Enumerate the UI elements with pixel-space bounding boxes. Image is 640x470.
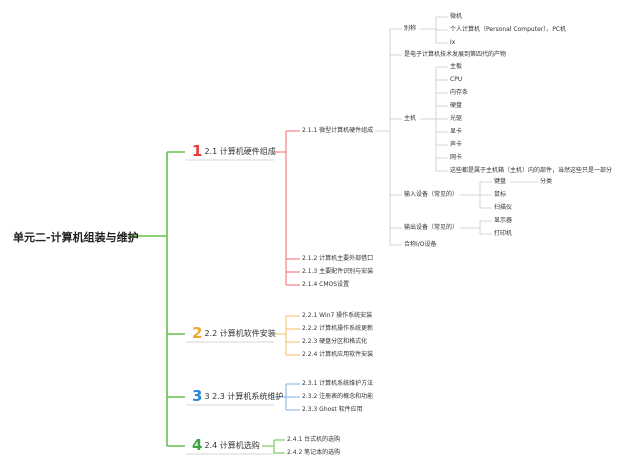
category-label: 3 2.3 计算机系统维护 (204, 391, 284, 401)
node-product: 是电子计算机技术发展到第四代的产物 (404, 51, 507, 58)
host-item: 内存条 (450, 89, 469, 96)
node-output: 输出设备（常见的） (404, 224, 459, 231)
category-number: 4 (192, 436, 203, 454)
node-2-1-3: 2.1.3 主要配件识别与安装 (302, 268, 374, 275)
input-item: 键盘 (494, 178, 507, 185)
output-item: 打印机 (494, 230, 513, 237)
alias-item: 个人计算机（Personal Computer）、PC机 (450, 26, 567, 33)
node-2-1-1: 2.1.1 微型计算机硬件组成 (302, 127, 374, 134)
host-item: 网卡 (450, 154, 463, 161)
alias-item: Ix (450, 39, 456, 46)
software-item: 2.2.3 硬盘分区和格式化 (302, 338, 368, 345)
node-2-1-4: 2.1.4 CMOS设置 (302, 281, 350, 288)
maintenance-item: 2.3.3 Ghost 软件应用 (302, 406, 363, 413)
maintenance-item: 2.3.2 注册表的概念和功能 (302, 393, 374, 400)
software-item: 2.2.2 计算机操作系统更新 (302, 325, 374, 332)
category-label: 2.2 计算机软件安装 (204, 328, 276, 338)
category-number: 2 (192, 324, 203, 342)
host-item: 显卡 (450, 128, 463, 135)
output-item: 显示器 (494, 217, 513, 224)
software-item: 2.2.4 计算机应用软件安装 (302, 351, 374, 358)
host-item: 光驱 (450, 115, 463, 122)
node-alias: 别称 (404, 25, 417, 32)
input-item: 扫描仪 (494, 204, 513, 211)
maintenance-item: 2.3.1 计算机系统维护方法 (302, 380, 374, 387)
input-item: 鼠标 (494, 191, 507, 198)
alias-item: 微机 (450, 13, 463, 20)
category-number: 1 (192, 142, 203, 160)
node-input: 输入设备（常见的） (404, 191, 459, 198)
host-item: 硬盘 (450, 102, 463, 109)
keyboard-sub: 分类 (540, 178, 553, 185)
root-topic: 单元二-计算机组装与维护 (13, 231, 139, 244)
host-item: CPU (450, 76, 463, 83)
software-item: 2.2.1 Win7 操作系统安装 (302, 312, 373, 319)
category-label: 2.1 计算机硬件组成 (204, 146, 276, 156)
purchase-item: 2.4.2 笔记本的选购 (287, 449, 341, 456)
node-io: 合称I/O设备 (404, 241, 437, 248)
host-item: 这些都是属于主机箱（主机）内的部件，当然这些只是一部分 (450, 167, 613, 174)
host-item: 声卡 (450, 141, 463, 148)
node-2-1-2: 2.1.2 计算机主要外部借口 (302, 255, 374, 262)
category-label: 2.4 计算机选购 (204, 440, 260, 450)
purchase-item: 2.4.1 台式机的选购 (287, 436, 341, 443)
host-item: 主板 (450, 63, 463, 70)
category-number: 3 (192, 387, 203, 405)
node-host: 主机 (404, 115, 417, 122)
